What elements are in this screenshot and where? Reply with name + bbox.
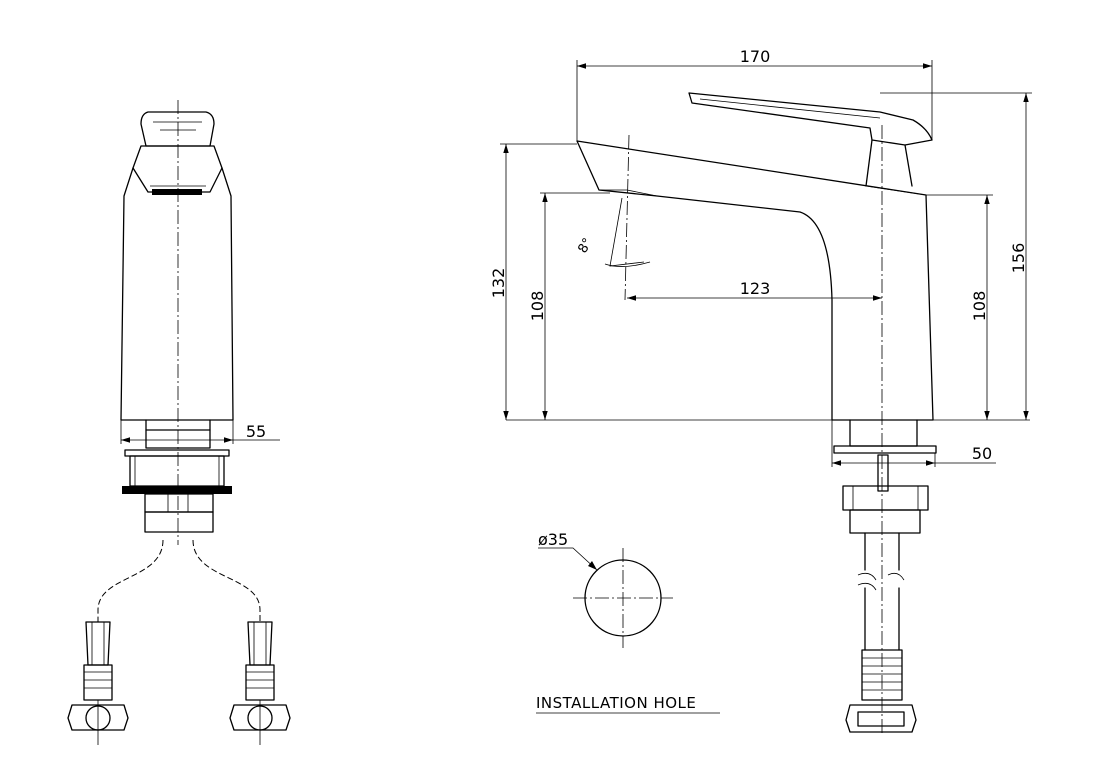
- lever-handle: [688, 92, 933, 146]
- dim-base-front: 55: [246, 422, 266, 441]
- dimension-lines: 170 156 132 108 108 123: [489, 47, 1032, 421]
- installation-hole-caption: INSTALLATION HOLE: [536, 694, 696, 712]
- front-view: 55: [67, 100, 291, 745]
- installation-hole-detail: ø35 INSTALLATION HOLE: [536, 530, 720, 714]
- dim-spout-reach: 123: [740, 279, 771, 298]
- hose-connector-right: [229, 621, 291, 745]
- spout-body: [576, 140, 934, 421]
- dim-base-side: 50: [972, 444, 992, 463]
- dim-overall-length: 170: [740, 47, 771, 66]
- handle-knob: [140, 111, 215, 147]
- dim-spout-clearance: 108: [528, 291, 547, 322]
- lock-washer: [122, 486, 232, 494]
- installation-hole-diameter: ø35: [538, 530, 568, 549]
- hose-connector-left: [67, 621, 129, 745]
- aerator-icon: [152, 189, 202, 195]
- dim-spout-angle: 8°: [575, 236, 595, 256]
- dim-overall-height: 156: [1009, 243, 1028, 274]
- handle-collar: [132, 145, 223, 193]
- dim-body-height: 108: [970, 291, 989, 322]
- faucet-body-front: [120, 167, 234, 421]
- dim-spout-height: 132: [489, 268, 508, 299]
- side-view: 8° 50: [575, 92, 996, 735]
